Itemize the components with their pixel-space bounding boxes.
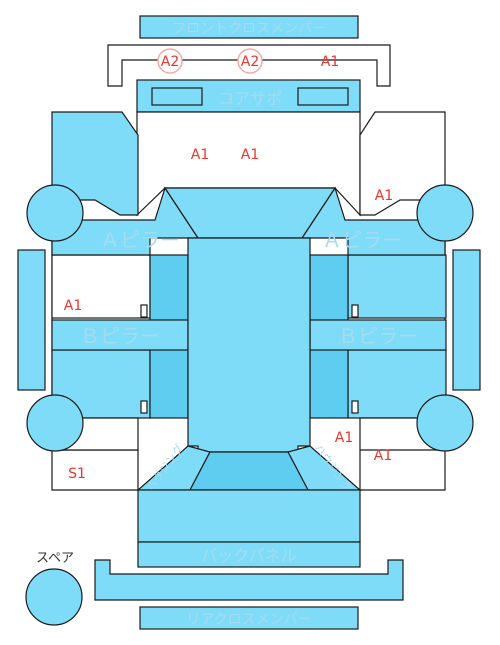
mark-circle-a2-center — [237, 48, 263, 74]
left-rear-door-handle — [140, 400, 148, 414]
mark-front-member-right[interactable]: A1 — [321, 54, 339, 70]
mark-rear-right-2[interactable]: A1 — [374, 448, 392, 464]
mark-hood-left[interactable]: A1 — [191, 147, 209, 163]
mark-hood-right[interactable]: A1 — [241, 147, 259, 163]
left-front-door[interactable] — [51, 254, 151, 319]
rear-cross-member[interactable] — [139, 606, 359, 630]
left-front-door-handle — [140, 304, 148, 318]
front-cross-member[interactable] — [139, 15, 359, 39]
wheel-rear-right[interactable] — [416, 394, 474, 452]
wheel-rear-left[interactable] — [26, 394, 84, 452]
mark-rear-left[interactable]: S1 — [68, 466, 86, 482]
right-front-door-handle — [351, 304, 359, 318]
trunk-floor[interactable] — [189, 451, 309, 491]
a-pillar-left-label: Ａピラー — [100, 228, 180, 252]
mark-circle-a2-left — [157, 48, 183, 74]
right-front-door[interactable] — [347, 254, 447, 319]
roof[interactable] — [187, 237, 311, 453]
right-rocker-panel[interactable] — [452, 249, 481, 391]
left-rocker-panel[interactable] — [17, 249, 46, 391]
back-panel[interactable] — [137, 541, 361, 568]
b-pillar-left-label: Ｂピラー — [80, 324, 160, 348]
mark-left-front-door[interactable]: A1 — [64, 298, 82, 314]
core-support-left-opening — [151, 87, 203, 106]
rear-deck[interactable] — [137, 489, 361, 543]
front-cross-member-label: フロントクロスメンバー — [172, 21, 326, 37]
spare-label: スペア — [36, 551, 74, 566]
right-rear-door-handle — [351, 400, 359, 414]
a-pillar-right-label: Ａピラー — [322, 228, 402, 252]
wheel-front-right[interactable] — [416, 184, 474, 242]
mark-right-fender[interactable]: A1 — [375, 188, 393, 204]
b-pillar-left[interactable] — [51, 319, 189, 351]
rear-bumper-reinforcement[interactable] — [94, 559, 404, 601]
spare-tire[interactable] — [25, 568, 83, 626]
b-pillar-right-label: Ｂピラー — [338, 324, 418, 348]
wheel-front-left[interactable] — [26, 184, 84, 242]
right-front-fender[interactable] — [359, 111, 446, 216]
mark-rear-right-1[interactable]: A1 — [335, 430, 353, 446]
damage-marks: A2 A2 A1 A1 A1 A1 A1 A1 A1 S1 — [64, 48, 393, 482]
core-support-label: コアサポ — [218, 89, 282, 108]
mark-front-member-left[interactable]: A2 — [161, 54, 179, 70]
b-pillar-right[interactable] — [309, 319, 447, 351]
core-support-right-opening — [297, 87, 349, 106]
back-panel-label: バックパネル — [201, 546, 296, 565]
mark-front-member-center[interactable]: A2 — [241, 54, 259, 70]
rear-cross-member-label: リアクロスメンバー — [186, 612, 311, 628]
